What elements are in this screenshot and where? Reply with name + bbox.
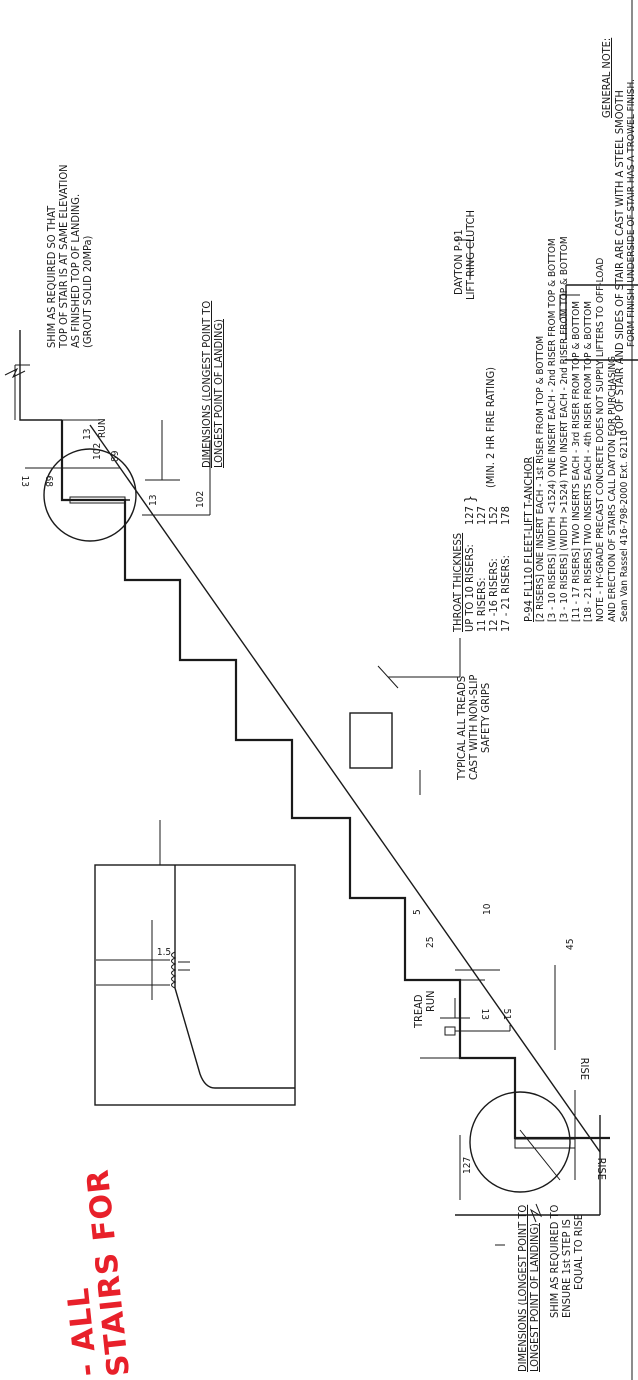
rise-label-upper: RISE xyxy=(578,1057,591,1080)
anchor-line-3: [3 - 10 RISERS] (WIDTH >1524) TWO INSERT… xyxy=(559,236,570,622)
dim-1-5: 1.5 xyxy=(156,946,172,958)
dim-13-top: 13 xyxy=(82,428,93,440)
dim-5: 5 xyxy=(412,909,423,915)
fire-rating: (MIN. 2 HR FIRE RATING) xyxy=(484,366,497,488)
anchor-line-6: NOTE - HY-GRADE PRECAST CONCRETE DOES NO… xyxy=(595,257,606,622)
top-shim-line4: (GROUT SOLID 20MPa) xyxy=(81,235,94,348)
throat-brace: } xyxy=(463,494,479,503)
rise-label-lower: RISE xyxy=(595,1157,608,1180)
treads-note-line3: SAFETY GRIPS xyxy=(479,682,492,753)
bottom-shim-line3: EQUAL TO RISE xyxy=(572,1213,585,1290)
dim-13-right: 13 xyxy=(19,475,30,487)
dim-51: 51 xyxy=(501,1008,512,1020)
dim-45: 45 xyxy=(565,938,576,950)
dim-127: 127 xyxy=(462,1156,473,1174)
dayton-line2: LIFT RING CLUTCH xyxy=(464,210,477,300)
anchor-line-4: [11 - 17 RISERS] TWO INSERTS EACH - 3rd … xyxy=(571,300,582,622)
dim-13-mid: 13 xyxy=(148,494,159,506)
run-label-top: RUN xyxy=(97,418,108,438)
anchor-line-8: Sean Van Rassel 416-798-2000 Ext. 62110 xyxy=(619,429,630,622)
dim-25: 25 xyxy=(425,936,436,948)
dim-102-top: 102 xyxy=(92,442,103,460)
dim-10: 10 xyxy=(482,903,493,915)
dim-13: 13 xyxy=(479,1008,490,1020)
top-dimensions-line2: LONGEST POINT OF LANDING) xyxy=(212,319,225,468)
bottom-dimensions-line2: LONGEST POINT OF LANDING) xyxy=(528,1223,541,1372)
throat-row-4-value: 178 xyxy=(499,506,512,525)
anchor-line-5: [18 - 21 RISERS] TWO INSERTS EACH - 4th … xyxy=(583,300,594,622)
anchor-heading: P-94 FL110 FLEET-LIFT T-ANCHOR xyxy=(522,456,535,622)
general-note-line2: FORM FINISH. UNDERSIDE OF STAIR HAS A TR… xyxy=(626,79,637,347)
anchor-line-2: [3 - 10 RISERS] (WIDTH <1524) ONE INSERT… xyxy=(547,238,558,622)
anchor-line-7: AND ERECTION OF STAIRS CALL DAYTON FOR P… xyxy=(607,355,618,622)
dim-102-right: 102 xyxy=(195,490,206,508)
dim-89: 89 xyxy=(110,450,121,462)
throat-row-4-label: 17 - 21 RISERS: xyxy=(499,555,512,632)
grip-detail-box xyxy=(94,864,296,1106)
general-note-heading: GENERAL NOTE: xyxy=(600,37,613,118)
dimension-lines xyxy=(14,239,638,1246)
run-label: RUN xyxy=(424,990,437,1012)
dim-68: 68 xyxy=(43,475,54,487)
anchor-line-1: [2 RISERS] ONE INSERT EACH - 1st RISER F… xyxy=(535,335,546,622)
